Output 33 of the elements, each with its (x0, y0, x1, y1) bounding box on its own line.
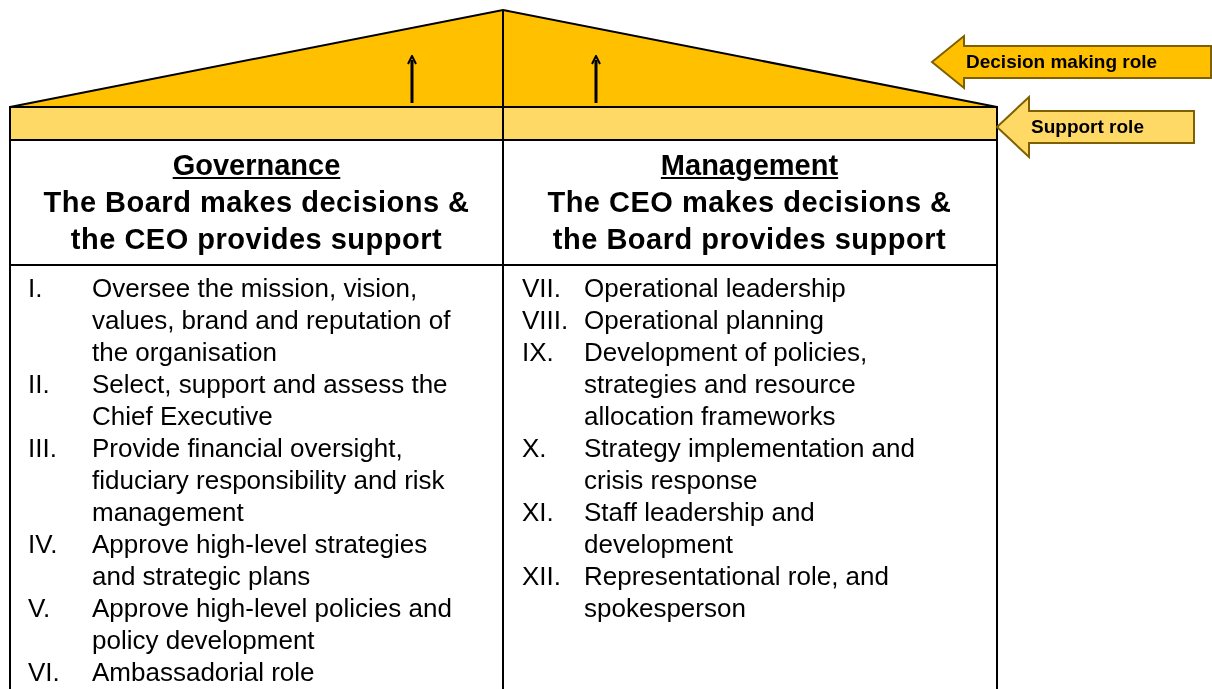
list-item-text: Approve high-level strategies and strategic plans (92, 528, 429, 592)
item-numeral: VI. (28, 656, 61, 688)
item-numeral: III. (28, 432, 58, 465)
item-numeral: I. (28, 272, 44, 305)
item-numeral: II. (28, 368, 51, 401)
item-numeral: VIII. (522, 304, 570, 336)
item-numeral: XI. (522, 496, 555, 529)
block-arrow (995, 94, 1195, 160)
item-numeral: IV. (28, 528, 59, 561)
item-numeral: V. (28, 592, 52, 625)
item-numeral: XII. (522, 560, 562, 593)
list-item-text: Ambassadorial role (92, 656, 316, 688)
edge-label: Support role (1031, 116, 1144, 136)
item-numeral: X. (522, 432, 548, 465)
list-item-text: Staff leadership and development (584, 496, 816, 560)
list-item-text: Operational planning (584, 304, 825, 336)
item-numeral: IX. (522, 336, 555, 369)
item-numeral: VII. (522, 272, 562, 304)
list-item-text: Representational role, and spokesperson (584, 560, 890, 624)
list-item-text: Operational leadership (584, 272, 847, 304)
list-item-text: Strategy implementation and crisis response (584, 432, 916, 496)
support-beam (9, 106, 998, 141)
column-subheading: The Board makes decisions & the CEO provides support (42, 185, 471, 257)
edge-label: Decision making role (966, 51, 1158, 71)
block-arrow (930, 33, 1212, 91)
column-subheading: The CEO makes decisions & the Board provides support (546, 185, 953, 257)
list-item-text: Oversee the mission, vision, values, brand and reputation of the organisation (92, 272, 452, 368)
list-item-text: Approve high-level policies and policy development (92, 592, 453, 656)
list-item-text: Provide financial oversight, fiduciary responsibility and risk management (92, 432, 446, 528)
column-heading: Governance (172, 148, 341, 183)
list-item-text: Development of policies, strategies and resource allocation frameworks (584, 336, 869, 432)
list-item-text: Select, support and assess the Chief Executive (92, 368, 449, 432)
column-heading: Management (660, 148, 839, 183)
